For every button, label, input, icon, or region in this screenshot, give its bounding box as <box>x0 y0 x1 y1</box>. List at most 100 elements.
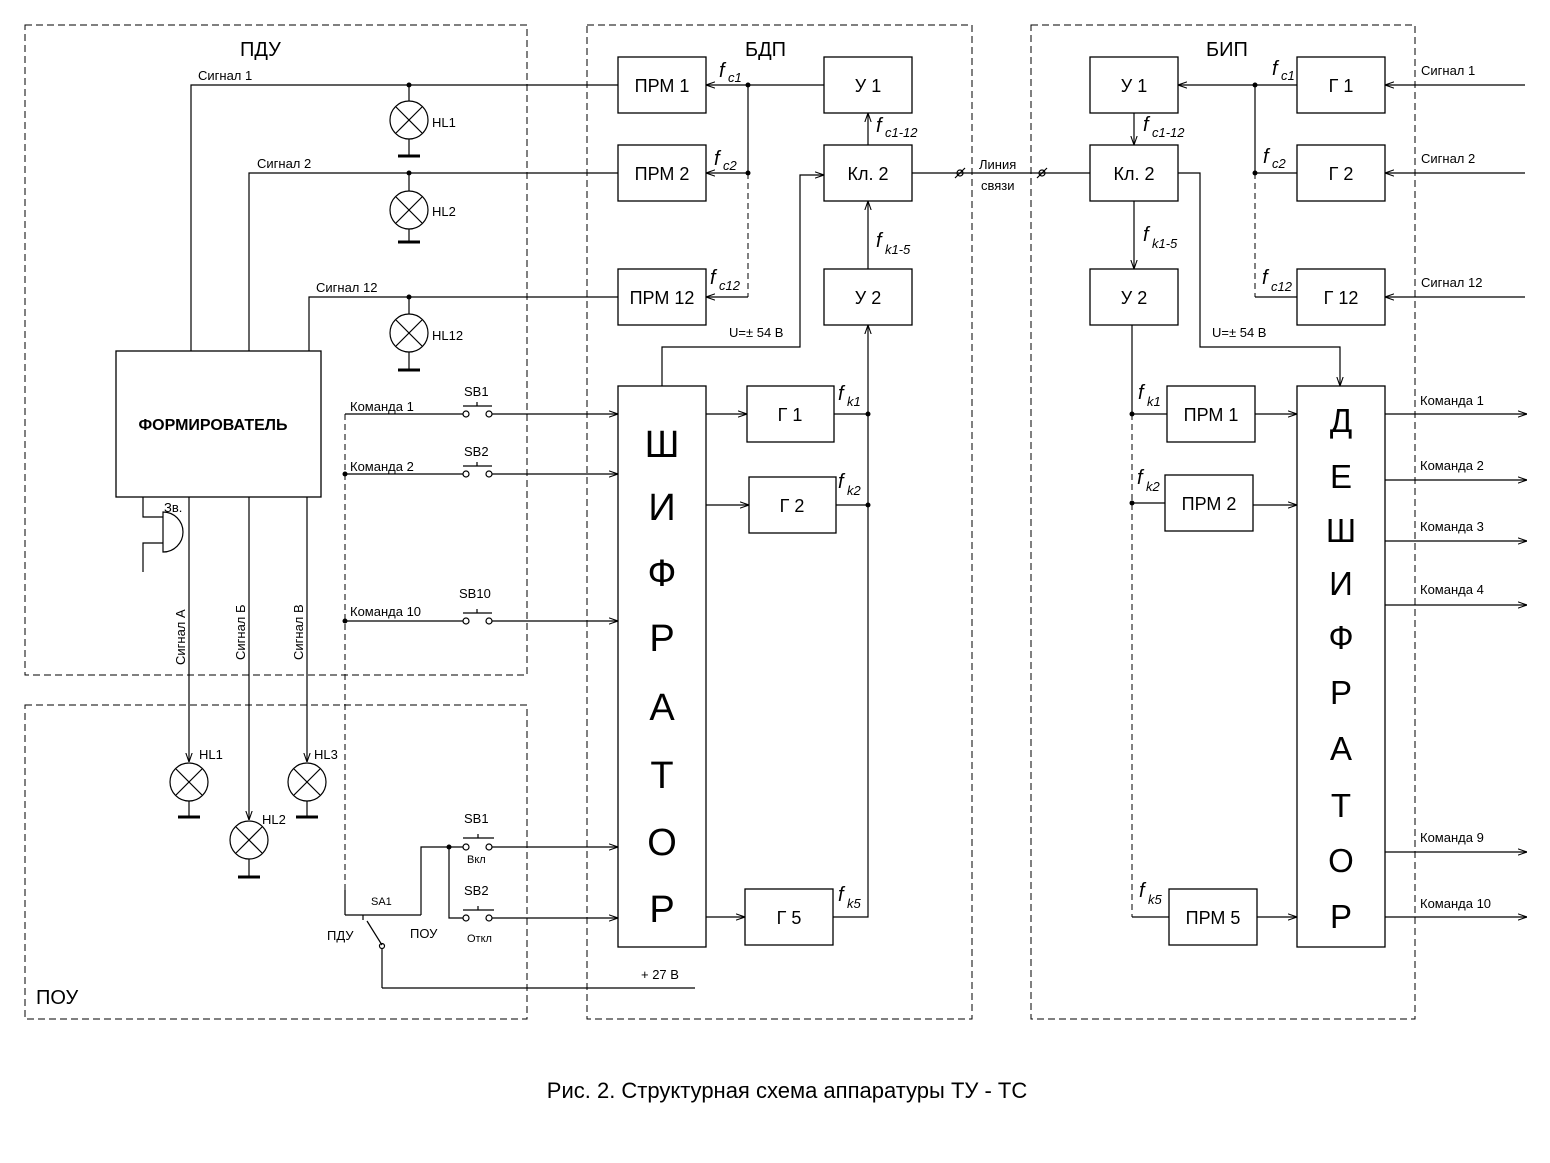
formirovatel-block <box>115 350 322 498</box>
out-cmd2-label: Команда 2 <box>1420 458 1484 473</box>
svg-text:f: f <box>838 884 846 906</box>
bdp-kl2-label: Кл. 2 <box>847 164 888 184</box>
svg-text:f: f <box>1139 880 1147 902</box>
region-bip <box>1030 24 1416 1020</box>
signal-b-label: Сигнал Б <box>233 604 248 660</box>
line-liniya-label: Линия <box>979 157 1016 172</box>
bdp-g2-block <box>748 476 837 534</box>
svg-text:f: f <box>714 148 722 170</box>
pdu-signal2-label: Сигнал 2 <box>257 156 311 171</box>
switch-sb2-pou-icon <box>462 906 494 922</box>
svg-text:Ш: Ш <box>645 424 680 466</box>
svg-text:k5: k5 <box>1148 892 1163 907</box>
svg-text:c12: c12 <box>1271 279 1293 294</box>
bdp-prm1-block <box>617 56 707 114</box>
pdu-signal12-label: Сигнал 12 <box>316 280 377 295</box>
bip-signal1-label: Сигнал 1 <box>1421 63 1475 78</box>
svg-text:k5: k5 <box>847 896 862 911</box>
region-pou-title: ПОУ <box>36 987 78 1009</box>
svg-text:c12: c12 <box>719 278 741 293</box>
bdp-g5-label: Г 5 <box>777 908 802 928</box>
lamp-hl3-pou-icon <box>287 762 327 819</box>
bip-prm2-block <box>1164 474 1254 532</box>
bdp-g5-block <box>744 888 834 946</box>
terminal-right-icon <box>1036 167 1048 179</box>
switch-sa1-icon <box>362 914 421 950</box>
svg-text:f: f <box>719 60 727 82</box>
bdp-u1-label: У 1 <box>855 76 881 96</box>
signal-v-label: Сигнал В <box>291 604 306 660</box>
svg-text:Д: Д <box>1330 402 1352 439</box>
svg-text:А: А <box>1330 730 1352 767</box>
svg-text:k2: k2 <box>1146 479 1161 494</box>
lamp-hl1-pdu-label: HL1 <box>432 115 456 130</box>
svg-text:И: И <box>648 487 675 529</box>
shifrator-label: Ш И Ф Р А Т О Р <box>645 424 680 931</box>
svg-text:f: f <box>838 383 846 405</box>
deshifrator-block <box>1296 385 1386 948</box>
lamp-hl1-pou-icon <box>169 762 209 819</box>
buzzer-label: Зв. <box>164 500 182 515</box>
svg-text:f: f <box>710 267 718 289</box>
svg-text:Р: Р <box>1330 674 1352 711</box>
switch-sb1-pdu-icon <box>462 402 493 418</box>
line-svyazi-label: связи <box>981 178 1015 193</box>
region-pou <box>24 704 528 1020</box>
svg-text:f: f <box>1143 224 1151 246</box>
signal-a-label: Сигнал А <box>173 609 188 665</box>
bip-kl2-label: Кл. 2 <box>1113 164 1154 184</box>
pdu-cmd1-label: Команда 1 <box>350 399 414 414</box>
svg-text:И: И <box>1329 565 1353 602</box>
bdp-g2-label: Г 2 <box>780 496 805 516</box>
bip-prm2-label: ПРМ 2 <box>1182 494 1237 514</box>
bdp-u2-label: У 2 <box>855 288 881 308</box>
svg-text:Т: Т <box>1331 787 1351 824</box>
svg-text:f: f <box>1138 382 1146 404</box>
svg-text:c2: c2 <box>1272 156 1287 171</box>
svg-text:f: f <box>876 230 884 252</box>
out-cmd1-label: Команда 1 <box>1420 393 1484 408</box>
pdu-cmd2-label: Команда 2 <box>350 459 414 474</box>
bdp-u2-block <box>823 268 913 326</box>
out-cmd10-label: Команда 10 <box>1420 896 1491 911</box>
svg-text:k1: k1 <box>847 394 861 409</box>
region-pdu <box>24 24 528 676</box>
lamp-hl2-pdu-label: HL2 <box>432 204 456 219</box>
switch-vkl-label: Вкл <box>467 854 486 866</box>
svg-text:c1-12: c1-12 <box>885 125 918 140</box>
bip-signal12-label: Сигнал 12 <box>1421 275 1482 290</box>
lamp-hl3-pou-label: HL3 <box>314 747 338 762</box>
svg-text:f: f <box>1272 58 1280 80</box>
bip-u2-label: У 2 <box>1121 288 1147 308</box>
formirovatel-label: ФОРМИРОВАТЕЛЬ <box>139 417 288 434</box>
lamp-hl12-pdu-icon <box>389 313 429 372</box>
region-bdp <box>586 24 973 1020</box>
region-bip-title: БИП <box>1206 39 1248 61</box>
lamp-hl2-pdu-icon <box>389 190 429 244</box>
svg-text:Е: Е <box>1330 458 1352 495</box>
sa1-pdu-label: ПДУ <box>327 928 354 943</box>
bip-prm5-label: ПРМ 5 <box>1186 908 1241 928</box>
svg-text:k2: k2 <box>847 483 862 498</box>
svg-text:f: f <box>1143 114 1151 136</box>
svg-text:Т: Т <box>650 755 673 797</box>
svg-text:Ш: Ш <box>1326 512 1356 549</box>
figure-caption: Рис. 2. Структурная схема аппаратуры ТУ … <box>547 1078 1028 1103</box>
bip-g1-label: Г 1 <box>1329 76 1354 96</box>
buzzer-icon <box>142 497 184 572</box>
switch-sb1-pou-label: SB1 <box>464 811 489 826</box>
svg-text:k1-5: k1-5 <box>1152 236 1178 251</box>
lamp-hl1-pou-label: HL1 <box>199 747 223 762</box>
pdu-signal1-label: Сигнал 1 <box>198 68 252 83</box>
bip-prm1-label: ПРМ 1 <box>1184 405 1239 425</box>
